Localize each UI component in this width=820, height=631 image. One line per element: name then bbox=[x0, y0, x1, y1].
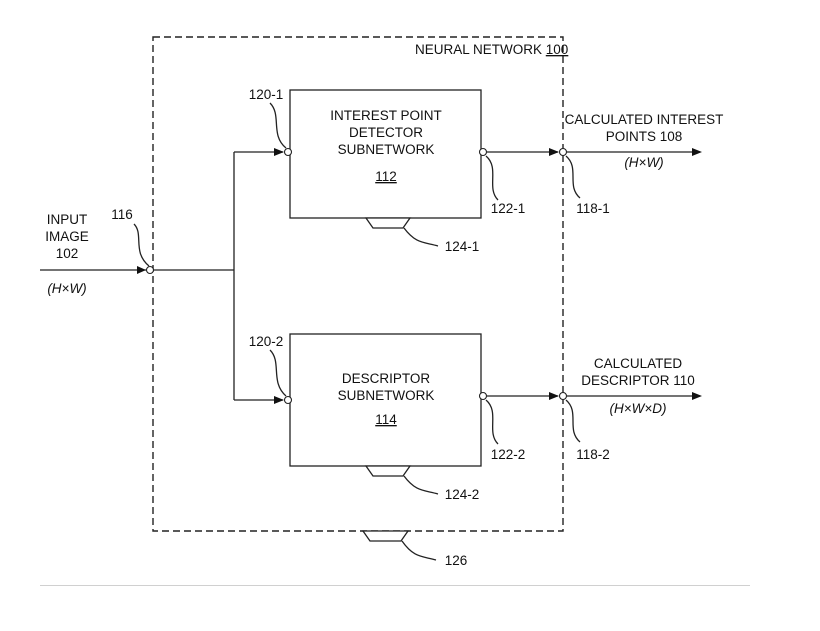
ref-118-2: 118-2 bbox=[576, 447, 610, 462]
leader-122-2 bbox=[485, 399, 499, 445]
descriptor-output-dims: (H×W×D) bbox=[610, 401, 667, 416]
descriptor-subnetwork-box bbox=[289, 333, 482, 467]
interest-output-line1: CALCULATED INTEREST bbox=[565, 112, 724, 127]
port-122-2 bbox=[478, 391, 488, 401]
leader-122-1 bbox=[485, 155, 499, 201]
leader-126 bbox=[401, 540, 437, 561]
leader-116 bbox=[133, 223, 150, 267]
interest-box-line1: INTEREST POINT bbox=[330, 108, 442, 123]
ref-124-2: 124-2 bbox=[445, 487, 480, 502]
arrowhead-to-interest bbox=[274, 148, 284, 156]
interest-output-line2: POINTS 108 bbox=[606, 129, 683, 144]
descriptor-box-ref: 114 bbox=[375, 412, 397, 427]
interest-final-arrowhead bbox=[692, 148, 702, 156]
input-label-dims: (H×W) bbox=[47, 281, 86, 296]
ref-116: 116 bbox=[111, 207, 133, 222]
port-116 bbox=[145, 265, 155, 275]
port-120-2 bbox=[283, 395, 293, 405]
interest-point-detector-box bbox=[289, 89, 482, 219]
interest-box-ref: 112 bbox=[375, 169, 397, 184]
leader-120-2 bbox=[269, 349, 287, 397]
neural-network-label: NEURAL NETWORK 100 bbox=[415, 42, 568, 57]
ref-122-1: 122-1 bbox=[491, 201, 526, 216]
input-label-line1: INPUT bbox=[47, 212, 88, 227]
descriptor-output-line1: CALCULATED bbox=[594, 356, 683, 371]
neural-network-ref: 100 bbox=[546, 42, 569, 57]
port-122-1 bbox=[478, 147, 488, 157]
interest-output-dims: (H×W) bbox=[624, 155, 663, 170]
input-arrowhead bbox=[137, 266, 146, 274]
interest-box-line3: SUBNETWORK bbox=[338, 142, 435, 157]
leader-124-1 bbox=[403, 227, 439, 247]
descriptor-box-line2: SUBNETWORK bbox=[338, 388, 435, 403]
ref-122-2: 122-2 bbox=[491, 447, 526, 462]
trapezoid-126 bbox=[361, 530, 410, 542]
descriptor-final-arrowhead bbox=[692, 392, 702, 400]
trapezoid-124-2 bbox=[364, 465, 412, 477]
descriptor-output-arrowhead bbox=[549, 392, 559, 400]
arrowhead-to-descriptor bbox=[274, 396, 284, 404]
port-120-1 bbox=[283, 147, 293, 157]
leader-118-1 bbox=[565, 155, 581, 199]
ref-120-1: 120-1 bbox=[249, 87, 284, 102]
input-label-line3: 102 bbox=[56, 246, 79, 261]
ref-120-2: 120-2 bbox=[249, 334, 284, 349]
interest-output-arrowhead bbox=[549, 148, 559, 156]
input-label-line2: IMAGE bbox=[45, 229, 89, 244]
leader-118-2 bbox=[565, 399, 581, 443]
port-118-1 bbox=[558, 147, 568, 157]
descriptor-box-line1: DESCRIPTOR bbox=[342, 371, 431, 386]
port-118-2 bbox=[558, 391, 568, 401]
trapezoid-124-1 bbox=[364, 217, 412, 229]
ref-118-1: 118-1 bbox=[576, 201, 610, 216]
neural-network-boundary bbox=[152, 36, 564, 532]
leader-124-2 bbox=[403, 475, 439, 495]
interest-box-line2: DETECTOR bbox=[349, 125, 423, 140]
ref-126: 126 bbox=[445, 553, 468, 568]
descriptor-output-line2: DESCRIPTOR 110 bbox=[581, 373, 695, 388]
ref-124-1: 124-1 bbox=[445, 239, 480, 254]
leader-120-1 bbox=[269, 102, 287, 149]
bottom-divider bbox=[40, 585, 750, 586]
